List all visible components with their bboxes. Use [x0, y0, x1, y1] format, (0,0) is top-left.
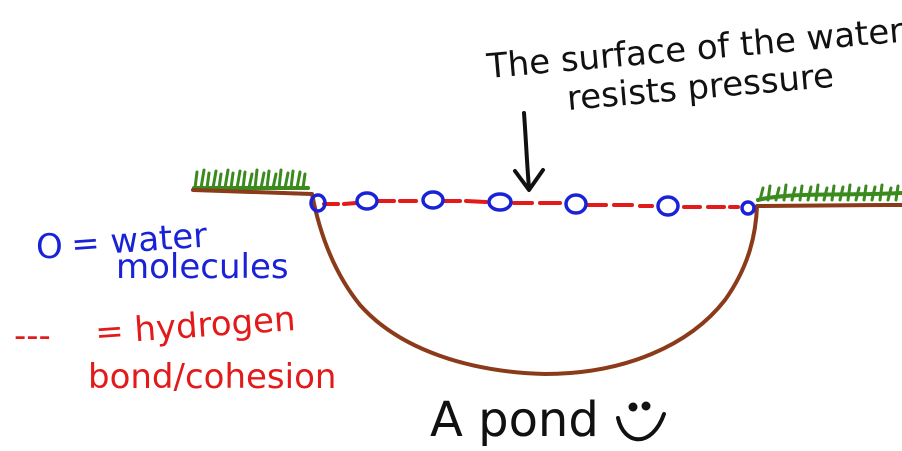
water-molecule	[421, 190, 445, 210]
callout-arrow	[513, 111, 545, 192]
water-molecule	[656, 195, 680, 217]
legend-bond-label-2: bond/cohesion	[88, 357, 336, 397]
legend-bond-label-1: = hydrogen	[94, 299, 297, 353]
legend-bond-symbol: ---	[14, 316, 51, 356]
grass-left	[192, 168, 310, 190]
water-molecule	[355, 191, 379, 211]
water-molecules	[309, 190, 756, 217]
legend-molecule-label-1: = water	[70, 216, 209, 265]
water-molecule	[487, 192, 513, 212]
water-molecule	[564, 193, 588, 215]
legend-molecule-label-2: molecules	[116, 247, 289, 287]
water-molecule	[309, 193, 327, 213]
water-molecule	[740, 200, 756, 216]
pond-basin-outline	[191, 188, 902, 376]
caption: A pond	[430, 392, 599, 448]
legend-molecule-symbol: O	[36, 227, 63, 267]
smiley-icon	[616, 401, 666, 442]
grass-right	[756, 183, 902, 202]
hydrogen-bond-dashes	[322, 199, 740, 209]
